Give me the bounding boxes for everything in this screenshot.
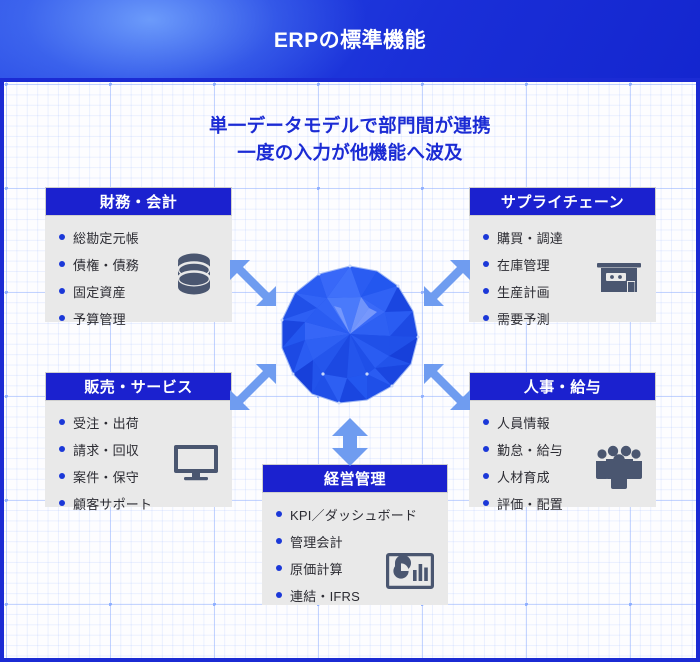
arrow-bottom-right	[424, 364, 470, 410]
panel-hr-payroll-title: 人事・給与	[469, 372, 656, 401]
polygon-sphere-icon	[280, 264, 420, 405]
list-item: 総勘定元帳	[59, 228, 222, 247]
page-title: ERPの標準機能	[273, 29, 427, 52]
people-group-icon	[596, 445, 642, 489]
list-item: 債権・債務	[59, 255, 222, 274]
panel-sales-service-body: 受注・出荷 請求・回収 案件・保守 顧客サポート	[45, 401, 232, 512]
list-item: 評価・配置	[483, 494, 646, 513]
panel-hr-payroll-body: 人員情報 勤怠・給与 人材育成 評価・配置	[469, 401, 656, 512]
panel-supply-chain-body: 購買・調達 在庫管理 生産計画 需要予測	[469, 216, 656, 327]
panel-management-title: 経営管理	[262, 464, 448, 493]
arrow-top-left	[230, 260, 276, 306]
panel-sales-service[interactable]: 販売・サービス 受注・出荷 請求・回収 案件・保守 顧客サポート	[45, 372, 232, 512]
subtitle-line-2: 一度の入力が他機能へ波及	[237, 142, 463, 163]
panel-management-body: KPI／ダッシュボード 管理会計 原価計算 連結・IFRS	[262, 493, 448, 605]
panel-finance-list: 総勘定元帳 債権・債務 固定資産 予算管理	[59, 228, 222, 328]
database-icon	[176, 253, 212, 295]
list-item: 予算管理	[59, 309, 222, 328]
list-item: 購買・調達	[483, 228, 646, 247]
panel-finance-title: 財務・会計	[45, 187, 232, 216]
list-item: 管理会計	[276, 532, 438, 551]
list-item: 固定資産	[59, 282, 222, 301]
dashboard-chart-icon	[386, 553, 434, 589]
panel-supply-chain[interactable]: サプライチェーン 購買・調達 在庫管理 生産計画 需要予測	[469, 187, 656, 327]
list-item: 連結・IFRS	[276, 586, 438, 605]
header-banner: ERPの標準機能	[0, 0, 700, 78]
list-item: 需要予測	[483, 309, 646, 328]
list-item: 原価計算	[276, 559, 438, 578]
panel-finance[interactable]: 財務・会計 総勘定元帳 債権・債務 固定資産 予算管理	[45, 187, 232, 327]
panel-hr-payroll-list: 人員情報 勤怠・給与 人材育成 評価・配置	[483, 413, 646, 513]
list-item: 受注・出荷	[59, 413, 222, 432]
list-item: 人員情報	[483, 413, 646, 432]
list-item: 顧客サポート	[59, 494, 222, 513]
panel-finance-body: 総勘定元帳 債権・債務 固定資産 予算管理	[45, 216, 232, 327]
arrow-bottom-left	[230, 364, 276, 410]
panel-hr-payroll[interactable]: 人事・給与 人員情報 勤怠・給与 人材育成 評価・配置	[469, 372, 656, 512]
subtitle-line-1: 単一データモデルで部門間が連携	[208, 115, 491, 136]
arrow-top-right	[424, 260, 470, 306]
panel-supply-chain-list: 購買・調達 在庫管理 生産計画 需要予測	[483, 228, 646, 328]
list-item: 生産計画	[483, 282, 646, 301]
list-item: 人材育成	[483, 467, 646, 486]
list-item: 在庫管理	[483, 255, 646, 274]
list-item: 案件・保守	[59, 467, 222, 486]
arrow-bottom-center	[332, 418, 368, 466]
list-item: KPI／ダッシュボード	[276, 505, 438, 524]
monitor-icon	[174, 445, 218, 481]
panel-sales-service-list: 受注・出荷 請求・回収 案件・保守 顧客サポート	[59, 413, 222, 513]
panel-management[interactable]: 経営管理 KPI／ダッシュボード 管理会計 原価計算 連結・IFRS	[262, 464, 448, 605]
subtitle: 単一データモデルで部門間が連携 一度の入力が他機能へ波及	[0, 112, 700, 166]
list-item: 勤怠・給与	[483, 440, 646, 459]
panel-management-list: KPI／ダッシュボード 管理会計 原価計算 連結・IFRS	[276, 505, 438, 605]
warehouse-icon	[597, 263, 641, 292]
list-item: 請求・回収	[59, 440, 222, 459]
panel-supply-chain-title: サプライチェーン	[469, 187, 656, 216]
panel-sales-service-title: 販売・サービス	[45, 372, 232, 401]
